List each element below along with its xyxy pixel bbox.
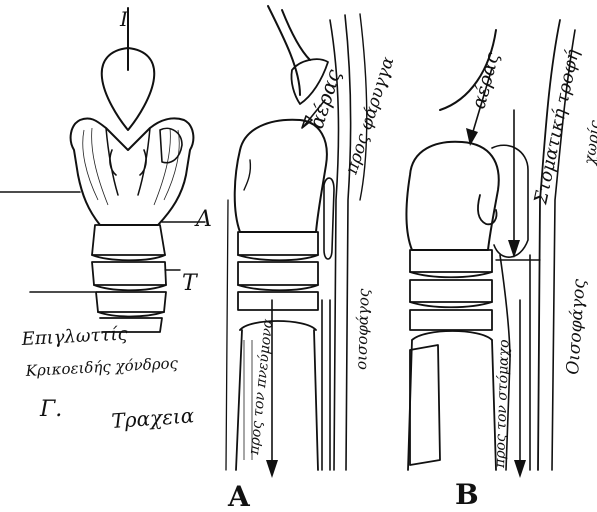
label-epiglottis: Επιγλωττίς: [20, 323, 129, 350]
caption-A: Α: [227, 480, 251, 512]
section-A: [226, 6, 367, 478]
label-far-right: χωρίς: [580, 118, 597, 166]
larynx-mass-B: [407, 142, 499, 250]
label-esophagus-B: Οισοφάγος: [563, 278, 590, 375]
label-air-B: αέρας: [468, 50, 504, 112]
label-air-A: αέρας: [304, 66, 346, 132]
label-to-stomach: προς τον στόμαχο: [492, 339, 513, 469]
label-top-left-letter: Ι: [119, 7, 129, 31]
label-esophagus-A: οισοφάγος: [352, 288, 373, 370]
label-cricoid: Κρικοειδής χόνδρος: [24, 354, 179, 380]
label-trachea: Τραχεια: [111, 403, 196, 433]
caption-B: Β: [455, 478, 479, 511]
label-L: Λ: [194, 207, 212, 232]
label-T: Τ: [182, 271, 199, 296]
label-gamma: Γ.: [39, 397, 62, 422]
larynx-front-view: [0, 8, 205, 332]
